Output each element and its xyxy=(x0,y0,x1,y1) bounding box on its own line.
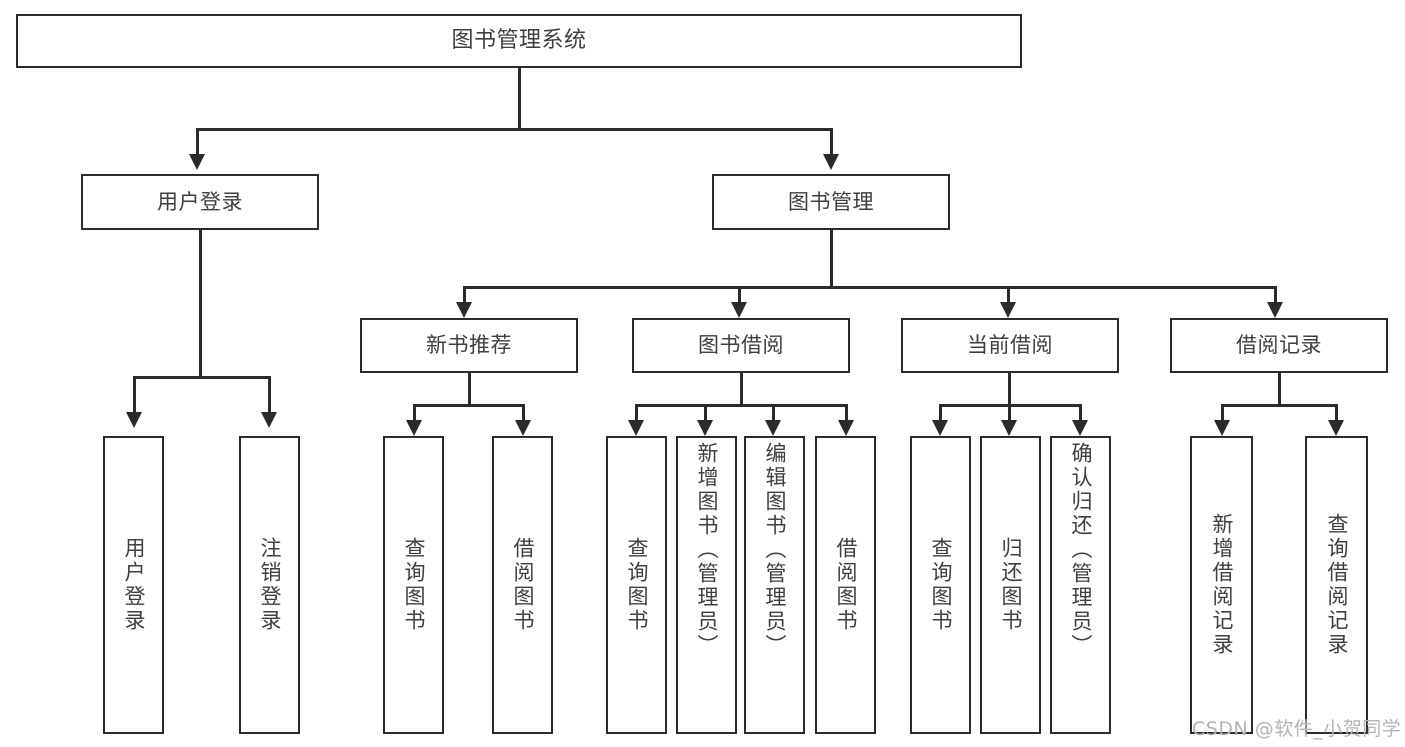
connector-book-mgmt-drop-3 xyxy=(1007,286,1010,304)
connector-current-borrow-drop-2 xyxy=(1008,404,1011,422)
connector-root-bus xyxy=(196,128,833,131)
leaf-current-borrow-query[interactable]: 查询图书 xyxy=(910,436,971,734)
connector-book-mgmt-bus xyxy=(463,286,1277,289)
node-book-borrow[interactable]: 图书借阅 xyxy=(632,318,850,373)
leaf-borrow-record-add[interactable]: 新增借阅记录 xyxy=(1190,436,1253,734)
leaf-label: 借阅图书 xyxy=(511,537,535,633)
connector-user-login-bus xyxy=(133,376,271,379)
connector-user-login-drop-1 xyxy=(133,376,136,414)
connector-book-mgmt-drop-1 xyxy=(463,286,466,304)
leaf-label: 编辑图书（管理员） xyxy=(763,442,787,658)
connector-new-book-bus xyxy=(413,404,525,407)
arrow-book-mgmt-child-2 xyxy=(731,302,747,318)
connector-current-borrow-drop-1 xyxy=(939,404,942,422)
connector-root-to-user-login xyxy=(196,128,199,156)
leaf-label: 查询图书 xyxy=(625,537,649,633)
connector-root-to-book-mgmt xyxy=(830,128,833,156)
node-borrow-record[interactable]: 借阅记录 xyxy=(1170,318,1388,373)
leaf-label: 注销登录 xyxy=(258,537,282,633)
connector-borrow-record-drop-1 xyxy=(1221,404,1224,422)
connector-current-borrow-drop-3 xyxy=(1079,404,1082,422)
connector-book-mgmt-drop-2 xyxy=(738,286,741,304)
arrow-book-mgmt-child-3 xyxy=(1000,302,1016,318)
connector-book-mgmt-drop-4 xyxy=(1274,286,1277,304)
arrow-new-book-leaf-2 xyxy=(515,420,531,436)
node-current-borrow[interactable]: 当前借阅 xyxy=(901,318,1119,373)
leaf-user-login-logout[interactable]: 注销登录 xyxy=(239,436,300,734)
leaf-label: 用户登录 xyxy=(122,537,146,633)
node-label: 图书借阅 xyxy=(698,333,784,358)
arrow-root-to-user-login xyxy=(189,154,205,170)
leaf-label: 查询图书 xyxy=(402,537,426,633)
connector-book-borrow-stem xyxy=(740,373,743,406)
arrow-book-mgmt-child-1 xyxy=(456,302,472,318)
leaf-borrow-record-query[interactable]: 查询借阅记录 xyxy=(1305,436,1368,734)
node-label: 图书管理 xyxy=(788,189,874,214)
leaf-label: 查询借阅记录 xyxy=(1325,513,1349,657)
arrow-book-borrow-leaf-2 xyxy=(697,420,713,436)
connector-book-borrow-drop-1 xyxy=(635,404,638,422)
arrow-borrow-record-leaf-1 xyxy=(1214,420,1230,436)
leaf-label: 查询图书 xyxy=(929,537,953,633)
node-label: 用户登录 xyxy=(157,189,243,214)
connector-borrow-record-drop-2 xyxy=(1335,404,1338,422)
connector-book-borrow-drop-3 xyxy=(772,404,775,422)
leaf-label: 新增借阅记录 xyxy=(1210,513,1234,657)
arrow-borrow-record-leaf-2 xyxy=(1328,420,1344,436)
arrow-book-borrow-leaf-1 xyxy=(628,420,644,436)
leaf-current-borrow-return[interactable]: 归还图书 xyxy=(980,436,1041,734)
connector-borrow-record-bus xyxy=(1221,404,1338,407)
arrow-current-borrow-leaf-1 xyxy=(932,420,948,436)
connector-borrow-record-stem xyxy=(1278,373,1281,406)
leaf-user-login-login[interactable]: 用户登录 xyxy=(103,436,164,734)
leaf-book-borrow-query[interactable]: 查询图书 xyxy=(606,436,667,734)
leaf-current-borrow-confirm[interactable]: 确认归还（管理员） xyxy=(1050,436,1111,734)
arrow-user-login-leaf-1 xyxy=(126,412,142,428)
leaf-book-borrow-borrow[interactable]: 借阅图书 xyxy=(815,436,876,734)
leaf-label: 新增图书（管理员） xyxy=(695,442,719,658)
node-label: 图书管理系统 xyxy=(451,28,587,54)
node-label: 新书推荐 xyxy=(426,333,512,358)
leaf-new-book-borrow[interactable]: 借阅图书 xyxy=(492,436,553,734)
connector-user-login-stem xyxy=(199,230,202,378)
arrow-new-book-leaf-1 xyxy=(406,420,422,436)
arrow-current-borrow-leaf-2 xyxy=(1001,420,1017,436)
leaf-book-borrow-edit[interactable]: 编辑图书（管理员） xyxy=(744,436,805,734)
arrow-current-borrow-leaf-3 xyxy=(1072,420,1088,436)
connector-book-mgmt-stem xyxy=(830,230,833,288)
node-book-management[interactable]: 图书管理 xyxy=(712,174,950,230)
arrow-book-borrow-leaf-4 xyxy=(838,420,854,436)
leaf-new-book-query[interactable]: 查询图书 xyxy=(383,436,444,734)
arrow-book-mgmt-child-4 xyxy=(1267,302,1283,318)
connector-book-borrow-drop-2 xyxy=(704,404,707,422)
leaf-label: 借阅图书 xyxy=(834,537,858,633)
connector-new-book-drop-2 xyxy=(522,404,525,422)
connector-new-book-stem xyxy=(468,373,471,406)
connector-root-stem xyxy=(518,68,521,130)
node-label: 借阅记录 xyxy=(1236,333,1322,358)
arrow-book-borrow-leaf-3 xyxy=(765,420,781,436)
connector-new-book-drop-1 xyxy=(413,404,416,422)
leaf-label: 归还图书 xyxy=(999,537,1023,633)
arrow-root-to-book-mgmt xyxy=(823,154,839,170)
leaf-label: 确认归还（管理员） xyxy=(1069,442,1093,658)
connector-current-borrow-stem xyxy=(1008,373,1011,406)
node-label: 当前借阅 xyxy=(967,333,1053,358)
connector-book-borrow-drop-4 xyxy=(845,404,848,422)
node-new-book-recommend[interactable]: 新书推荐 xyxy=(360,318,578,373)
arrow-user-login-leaf-2 xyxy=(261,412,277,428)
node-root-system[interactable]: 图书管理系统 xyxy=(16,14,1022,68)
node-user-login[interactable]: 用户登录 xyxy=(81,174,319,230)
connector-user-login-drop-2 xyxy=(268,376,271,414)
connector-book-borrow-bus xyxy=(635,404,848,407)
leaf-book-borrow-add[interactable]: 新增图书（管理员） xyxy=(676,436,737,734)
